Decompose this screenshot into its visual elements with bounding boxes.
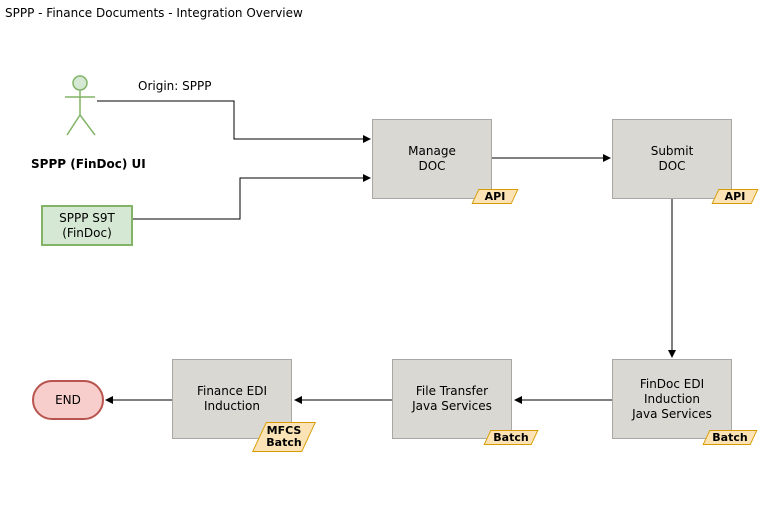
- actor-label: SPPP (FinDoc) UI: [31, 157, 146, 171]
- source-system-box[interactable]: SPPP S9T (FinDoc): [41, 205, 133, 246]
- diagram-title: SPPP - Finance Documents - Integration O…: [5, 6, 303, 20]
- edge-label-origin: Origin: SPPP: [138, 79, 212, 93]
- findoc-edi-node[interactable]: FinDoc EDI Induction Java Services: [612, 359, 732, 439]
- finance-edi-label: Finance EDI Induction: [196, 384, 268, 413]
- file-transfer-label: File Transfer Java Services: [412, 384, 492, 413]
- edge-actor-manage: [97, 100, 371, 143]
- finance-edi-badge: MFCS Batch: [252, 422, 316, 452]
- end-node[interactable]: END: [32, 380, 104, 420]
- findoc-edi-label: FinDoc EDI Induction Java Services: [632, 376, 712, 421]
- manage-doc-badge: API: [471, 189, 519, 204]
- submit-doc-node[interactable]: Submit DOC: [612, 119, 732, 199]
- source-system-label: SPPP S9T (FinDoc): [59, 210, 115, 240]
- actor-icon: [65, 75, 96, 136]
- edge-s9t-manage: [133, 174, 371, 220]
- findoc-edi-badge: Batch: [702, 430, 758, 445]
- file-transfer-badge: Batch: [483, 430, 539, 445]
- finance-edi-node[interactable]: Finance EDI Induction: [172, 359, 292, 439]
- end-label: END: [55, 393, 81, 407]
- manage-doc-node[interactable]: Manage DOC: [372, 119, 492, 199]
- submit-doc-badge: API: [711, 189, 759, 204]
- file-transfer-node[interactable]: File Transfer Java Services: [392, 359, 512, 439]
- submit-doc-label: Submit DOC: [650, 144, 694, 173]
- manage-doc-label: Manage DOC: [408, 144, 456, 173]
